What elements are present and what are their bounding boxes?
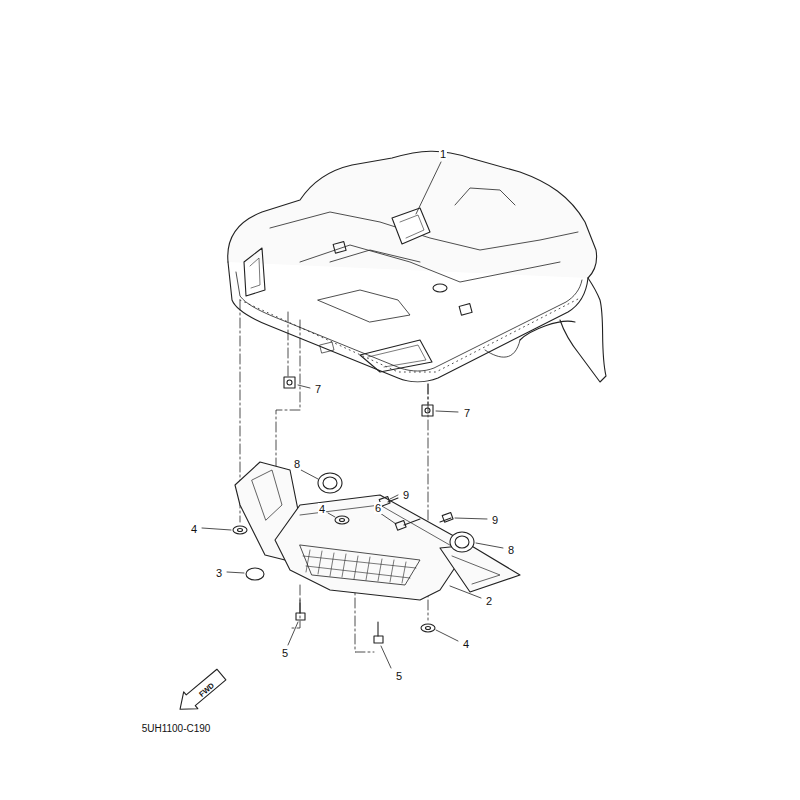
leader-line <box>202 162 503 668</box>
forward-arrow <box>173 666 229 718</box>
diagram-code: 5UH1100-C190 <box>141 723 212 734</box>
callout-number: 1 <box>439 148 447 160</box>
callout-number: 8 <box>293 458 301 470</box>
bolt <box>296 496 453 643</box>
label-anchor: 8 <box>507 540 515 558</box>
front-guard <box>235 462 520 600</box>
label-anchor: 4 <box>462 634 470 652</box>
label-anchor: 5UH1100-C190 <box>141 718 212 736</box>
front-fender <box>228 151 606 382</box>
label-anchor: 5 <box>395 666 403 684</box>
label-anchor: 5 <box>281 643 289 661</box>
label-anchor: 7 <box>463 403 471 421</box>
callout-number: 8 <box>507 544 515 556</box>
lamp-socket <box>318 473 474 552</box>
callout-number: 5 <box>281 647 289 659</box>
label-anchor: 1 <box>439 144 447 162</box>
callout-number: 7 <box>314 383 322 395</box>
callout-number: 5 <box>395 670 403 682</box>
label-anchor: 4 <box>190 519 198 537</box>
callout-number: 2 <box>485 595 493 607</box>
callout-number: 7 <box>463 407 471 419</box>
washer <box>233 516 435 632</box>
label-anchor: 3 <box>215 563 223 581</box>
clip-nut <box>284 377 433 416</box>
direction-text: FWD <box>196 680 216 699</box>
callout-number: 9 <box>491 514 499 526</box>
label-anchor: 2 <box>485 591 493 609</box>
callout-number: 9 <box>402 489 410 501</box>
callout-number: 4 <box>190 523 198 535</box>
callout-number: 4 <box>318 503 326 515</box>
label-anchor: 4 <box>318 499 326 517</box>
callout-number: 4 <box>462 638 470 650</box>
label-anchor: 9 <box>402 485 410 503</box>
callout-number: 6 <box>374 502 382 514</box>
label-anchor: 8 <box>293 454 301 472</box>
label-anchor: 6 <box>374 498 382 516</box>
label-anchor: 7 <box>314 379 322 397</box>
label-anchor: 9 <box>491 510 499 528</box>
callout-number: 3 <box>215 567 223 579</box>
